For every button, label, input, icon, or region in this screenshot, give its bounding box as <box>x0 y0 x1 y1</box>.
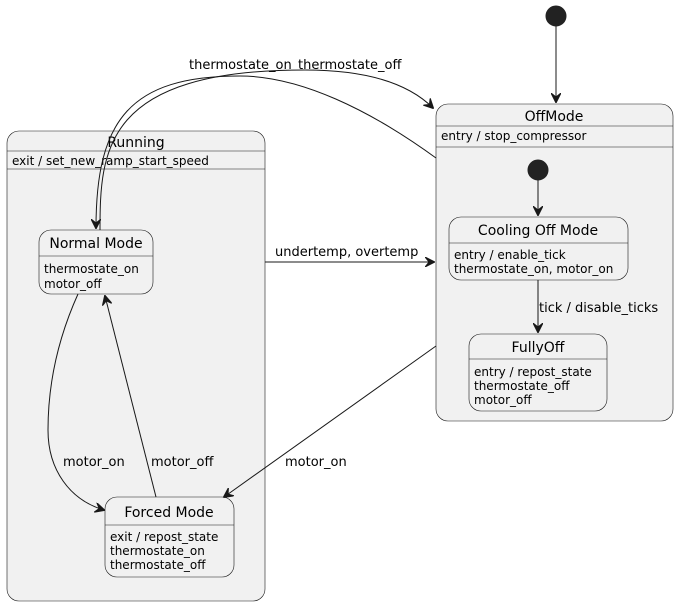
state-title: Forced Mode <box>124 505 213 521</box>
state-title: OffMode <box>525 109 584 125</box>
state-action: motor_off <box>474 393 532 407</box>
state-action: entry / stop_compressor <box>441 129 586 143</box>
state-title: FullyOff <box>512 340 565 356</box>
state-action: thermostate_on <box>110 544 205 558</box>
state-action: entry / repost_state <box>474 365 592 379</box>
transition-normal-to-offmode <box>99 69 433 231</box>
state-cooling-off-mode: Cooling Off Mode entry / enable_tick the… <box>448 216 629 281</box>
state-title: Cooling Off Mode <box>478 223 598 239</box>
transition-label: motor_on <box>63 455 125 470</box>
state-action: exit / repost_state <box>110 530 218 544</box>
transition-label: tick / disable_ticks <box>539 301 658 316</box>
state-title: Normal Mode <box>49 236 142 252</box>
state-forced-mode: Forced Mode exit / repost_state thermost… <box>104 496 235 578</box>
state-fullyoff: FullyOff entry / repost_state thermostat… <box>468 333 608 412</box>
transition-offmode-to-normal <box>96 75 437 228</box>
transition-label: motor_off <box>151 455 214 470</box>
transition-label: motor_on <box>285 455 347 470</box>
transition-offmode-to-forced <box>224 345 437 497</box>
transition-label: thermostate_off <box>298 58 402 73</box>
state-action: thermostate_off <box>110 558 206 572</box>
transition-normal-to-forced <box>47 293 104 510</box>
offmode-initial-node <box>527 159 549 181</box>
state-action: motor_off <box>44 277 102 291</box>
state-action: entry / enable_tick <box>454 248 566 262</box>
transition-label: thermostate_on <box>189 58 292 73</box>
state-action: thermostate_off <box>474 379 570 393</box>
state-action: exit / set_new_ramp_start_speed <box>12 154 209 168</box>
transition-forced-to-normal <box>105 296 157 498</box>
state-action: thermostate_on <box>44 262 139 276</box>
state-action: thermostate_on, motor_on <box>454 262 613 276</box>
state-normal-mode: Normal Mode thermostate_on motor_off <box>38 229 154 295</box>
initial-state-node <box>545 5 567 27</box>
state-title: Running <box>107 135 164 151</box>
transition-label: undertemp, overtemp <box>275 245 418 260</box>
